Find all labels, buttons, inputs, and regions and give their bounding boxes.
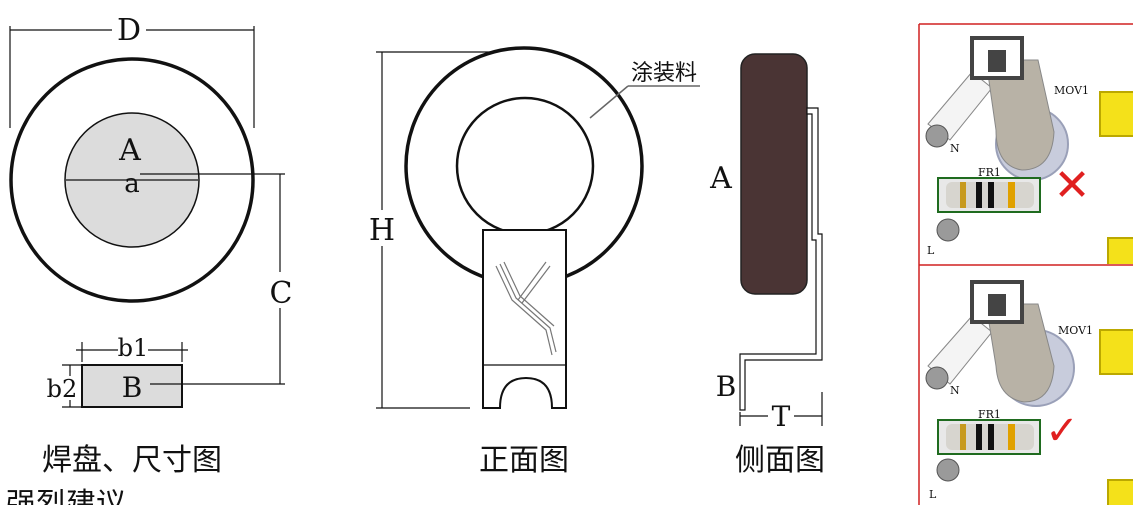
dim-c-label: C — [270, 276, 293, 311]
footprint-caption: 焊盘、尺寸图 — [42, 443, 222, 478]
pcb-panel-right: N MOV1 FR1 L ✓ — [919, 266, 1133, 505]
footprint-pad-b — [81, 364, 183, 408]
dim-b2-label: b2 — [47, 375, 78, 403]
front-terminal-grooves — [495, 261, 557, 356]
dim-t-label: T — [772, 400, 791, 433]
mov-label-2: MOV1 — [1058, 324, 1093, 337]
dim-h-label: H — [369, 213, 395, 248]
yellow-component — [1099, 91, 1133, 137]
l-label: L — [927, 244, 935, 257]
mov-terminal-2 — [985, 303, 1055, 403]
dim-d-label-bg — [112, 14, 146, 44]
fr-band-3b — [988, 424, 994, 450]
front-ring-hole — [455, 96, 595, 236]
front-terminal-tab — [482, 229, 567, 409]
dim-c-label-bg — [265, 272, 295, 308]
coating-leader — [589, 85, 629, 119]
right-mark: ✓ — [1045, 408, 1079, 454]
front-caption: 正面图 — [479, 443, 569, 478]
l-pad-2 — [936, 458, 960, 482]
fr-band-2b — [976, 424, 982, 450]
fr-band-2 — [976, 182, 982, 208]
n-pad — [925, 124, 949, 148]
dim-b-label: B — [122, 371, 143, 404]
side-dim-a-label: A — [709, 161, 732, 196]
side-view: A B T 侧面图 — [709, 53, 825, 478]
n-label: N — [950, 142, 960, 155]
yellow-component-3 — [1099, 329, 1133, 375]
mov-terminal — [985, 59, 1055, 171]
pcb-panel-wrong: N MOV1 FR1 L ✕ — [919, 24, 1133, 264]
mov-top-lead-core-2 — [988, 294, 1006, 316]
yellow-component-2 — [1107, 237, 1133, 264]
fr-label-2: FR1 — [978, 408, 1001, 421]
pcb-panels: N MOV1 FR1 L ✕ — [918, 23, 1133, 505]
l-pad — [936, 218, 960, 242]
fr-label: FR1 — [978, 166, 1001, 179]
mov-label: MOV1 — [1054, 84, 1089, 97]
side-dim-b-label: B — [716, 370, 737, 403]
fr-band-1b — [960, 424, 966, 450]
footprint-view: D A a C B b1 b2 焊盘、尺寸图 — [9, 13, 295, 478]
dim-t-label-bg — [768, 400, 794, 430]
fr-band-4b — [1008, 424, 1015, 450]
dim-a-upper-label: A — [118, 133, 141, 168]
yellow-component-4 — [1107, 479, 1133, 505]
side-lead — [739, 107, 823, 411]
front-view: H 涂装料 正面图 — [366, 46, 700, 478]
fr-band-1 — [960, 182, 966, 208]
coating-label: 涂装料 — [631, 61, 697, 86]
n-label-2: N — [950, 384, 960, 397]
fr-band-3 — [988, 182, 994, 208]
side-body — [740, 53, 808, 295]
mov-top-lead-core — [988, 50, 1006, 72]
l-label-2: L — [929, 488, 937, 501]
dim-a-lower-label: a — [124, 169, 140, 199]
dim-d-label: D — [117, 13, 141, 48]
dim-b2-label-bg — [48, 376, 78, 400]
dim-h-label-bg — [366, 210, 398, 246]
recommendation-note: 强烈建议 — [6, 487, 126, 505]
dim-b1-label: b1 — [118, 334, 149, 362]
wrong-mark: ✕ — [1054, 160, 1091, 211]
side-caption: 侧面图 — [735, 443, 825, 478]
dim-b1-label-bg — [118, 334, 148, 358]
n-pad-2 — [925, 366, 949, 390]
fr-band-4 — [1008, 182, 1015, 208]
